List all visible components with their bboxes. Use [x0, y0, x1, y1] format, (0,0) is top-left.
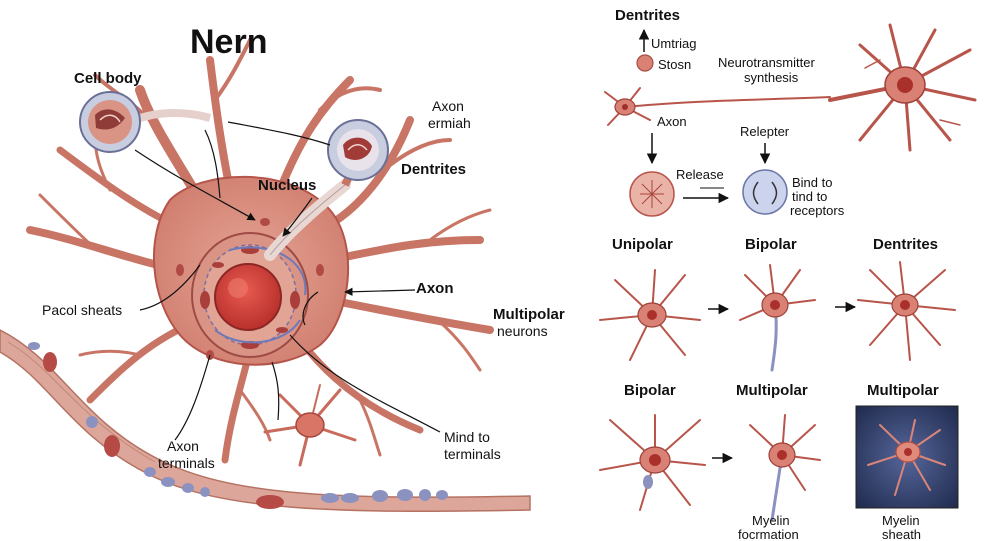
neuron-types-row1-art	[599, 261, 956, 372]
label-axon-terminals-1: Axon	[167, 438, 199, 454]
label-pacol-sheats: Pacol sheats	[42, 302, 123, 318]
flow-bind-2: tind to	[792, 189, 828, 204]
label-axon: Axon	[416, 280, 454, 297]
flow-neurotransmitter-1: Neurotransmitter	[718, 55, 815, 70]
caption-myelin-formation-1: Myelin	[752, 513, 790, 528]
label-axon-terminals-2: terminals	[158, 455, 215, 471]
main-title: Nern	[190, 23, 268, 61]
label-mind-to-2: terminals	[444, 446, 501, 462]
type-label-bipolar: Bipolar	[745, 236, 797, 253]
caption-myelin-sheath-1: Myelin	[882, 513, 920, 528]
cell-body-inset	[79, 91, 212, 153]
flow-axon: Axon	[657, 114, 687, 129]
flow-release: Release	[676, 167, 724, 182]
caption-myelin-sheath-2: sheath	[882, 527, 922, 541]
blood-vessel	[0, 329, 531, 513]
flow-bind-3: receptors	[790, 203, 845, 218]
label-multipolar-1: Multipolar	[493, 306, 565, 323]
flow-stosn: Stosn	[658, 57, 692, 72]
label-cell-body: Cell body	[74, 70, 142, 87]
type-label-dentrites: Dentrites	[873, 236, 939, 253]
flow-relepter: Relepter	[740, 124, 790, 139]
neuron-types-row2-art	[599, 405, 959, 522]
flow-umtriag: Umtriag	[651, 36, 697, 51]
flow-neurotransmitter-2: synthesis	[744, 70, 799, 85]
label-axon-ermiah-2: ermiah	[428, 115, 471, 131]
left-leader-lines	[134, 121, 441, 441]
label-dentrites: Dentrites	[401, 161, 467, 178]
type-label-multipolar: Multipolar	[736, 382, 808, 399]
flow-dentrites: Dentrites	[615, 7, 681, 24]
type-label-multipolar-2: Multipolar	[867, 382, 939, 399]
label-mind-to-1: Mind to	[444, 429, 490, 445]
flow-bind-1: Bind to	[792, 175, 833, 190]
label-multipolar-2: neurons	[497, 323, 548, 339]
label-axon-ermiah-1: Axon	[432, 98, 464, 114]
type-label-bipolar-2: Bipolar	[624, 382, 676, 399]
nucleus-inset	[327, 119, 389, 187]
type-label-unipolar: Unipolar	[612, 236, 673, 253]
small-neuron	[263, 384, 357, 467]
axon-tube	[264, 179, 351, 261]
flow-diagram-art	[604, 23, 977, 217]
label-nucleus: Nucleus	[258, 177, 317, 194]
caption-myelin-formation-2: focrmation	[738, 527, 799, 541]
